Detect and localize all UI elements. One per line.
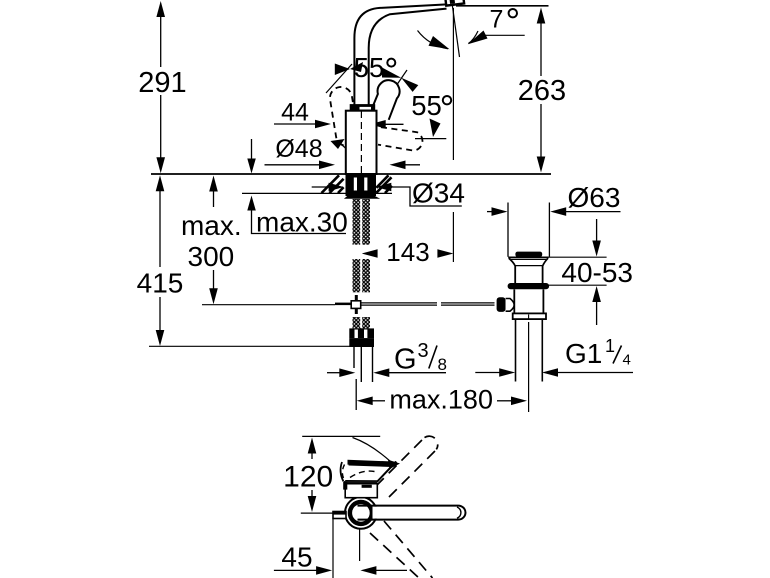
svg-text:Ø63: Ø63 bbox=[568, 182, 621, 213]
svg-text:3: 3 bbox=[418, 340, 429, 362]
svg-text:291: 291 bbox=[138, 67, 186, 99]
svg-text:G: G bbox=[394, 344, 417, 376]
svg-text:Ø48: Ø48 bbox=[275, 135, 322, 163]
svg-text:Ø34: Ø34 bbox=[412, 178, 465, 209]
svg-text:max.30: max.30 bbox=[256, 207, 348, 238]
svg-text:7: 7 bbox=[490, 6, 504, 34]
svg-text:415: 415 bbox=[137, 267, 184, 298]
svg-text:300: 300 bbox=[188, 241, 235, 272]
svg-text:143: 143 bbox=[386, 237, 429, 267]
svg-text:45: 45 bbox=[281, 542, 312, 573]
svg-text:40-53: 40-53 bbox=[561, 257, 633, 288]
svg-text:8: 8 bbox=[438, 355, 447, 374]
svg-text:120: 120 bbox=[283, 460, 333, 493]
svg-text:max.: max. bbox=[181, 210, 242, 241]
svg-text:4: 4 bbox=[623, 352, 631, 369]
svg-text:max.180: max.180 bbox=[389, 385, 493, 415]
svg-text:55: 55 bbox=[411, 90, 442, 121]
svg-text:263: 263 bbox=[518, 75, 566, 107]
svg-text:1: 1 bbox=[605, 336, 615, 356]
svg-text:G1: G1 bbox=[565, 338, 602, 369]
svg-text:44: 44 bbox=[281, 99, 309, 127]
